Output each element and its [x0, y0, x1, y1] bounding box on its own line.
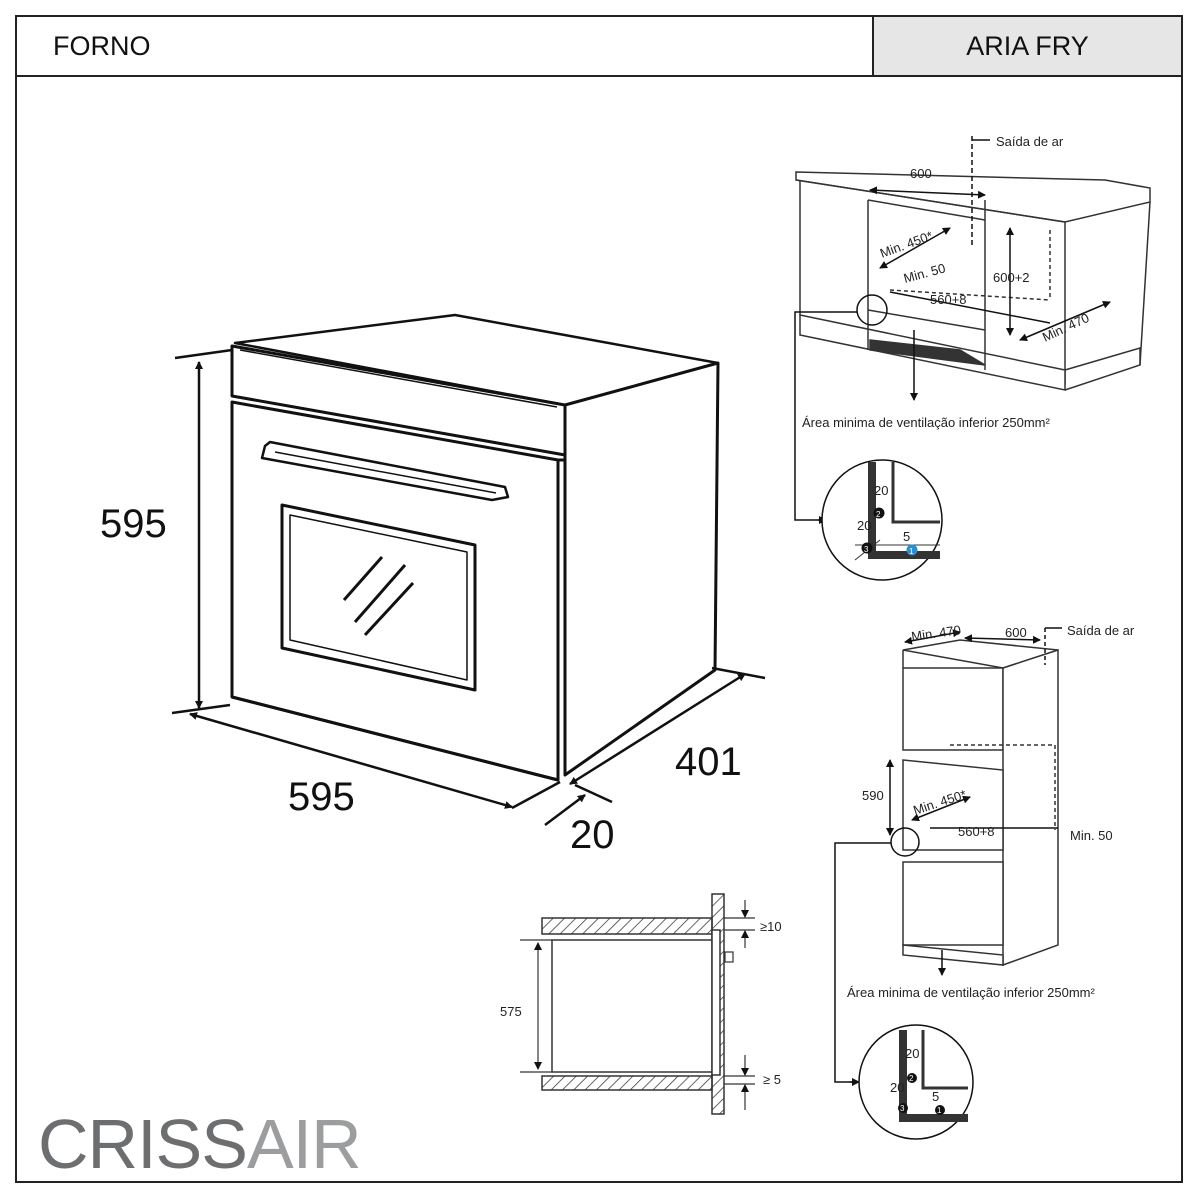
column-detail-5: 5	[932, 1089, 939, 1104]
under-detail-20a: 20	[874, 483, 888, 498]
column-height-label: 590	[862, 788, 884, 803]
side-height-label: 575	[500, 1004, 522, 1019]
under-ventilation-note: Área minima de ventilação inferior 250mm…	[802, 415, 1050, 430]
under-width-top-label: 600	[910, 166, 932, 181]
column-detail-20b: 20	[890, 1080, 904, 1095]
column-marker-2	[907, 1073, 917, 1083]
column-marker-1	[935, 1105, 945, 1115]
brand-logo-text: CRISSAIR	[38, 1105, 361, 1183]
under-marker-2	[873, 507, 885, 519]
side-section	[520, 893, 755, 1115]
product-category: FORNO	[53, 30, 151, 61]
column-installation	[834, 627, 1062, 1086]
column-marker-1-text: 1	[937, 1106, 942, 1115]
oven-door-label: 20	[570, 813, 615, 857]
oven-width-label: 595	[288, 775, 355, 819]
column-width-label: 600	[1005, 625, 1027, 640]
under-marker-3-text: 3	[864, 545, 869, 554]
model-name: ARIA FRY	[872, 17, 1181, 75]
column-ventilation-note: Área minima de ventilação inferior 250mm…	[847, 985, 1095, 1000]
column-marker-3	[898, 1103, 908, 1113]
under-marker-1	[906, 544, 918, 556]
oven-height-label: 595	[100, 502, 167, 546]
under-air-outlet-label: Saída de ar	[996, 134, 1064, 149]
side-gap-top-label: ≥10	[760, 919, 782, 934]
column-min-50-label: Min. 50	[1070, 828, 1113, 843]
under-detail-5: 5	[903, 529, 910, 544]
oven-isometric	[230, 313, 720, 782]
under-marker-3	[861, 542, 873, 554]
under-counter-installation	[794, 136, 1151, 524]
column-detail-20a: 20	[905, 1046, 919, 1061]
column-marker-3-text: 3	[900, 1104, 905, 1113]
under-detail-circle	[821, 459, 943, 581]
under-detail-20b: 20	[857, 518, 871, 533]
column-marker-2-text: 2	[909, 1074, 914, 1083]
brand-logo: CRISSAIR	[38, 1105, 362, 1183]
column-min-470-label: Min. 470	[910, 622, 961, 644]
column-width-560-label: 560+8	[958, 824, 995, 839]
title-bar: FORNO ARIA FRY	[15, 15, 1183, 77]
under-marker-2-text: 2	[876, 510, 881, 519]
under-marker-1-text: 1	[909, 547, 914, 556]
oven-dimensions	[171, 348, 766, 826]
side-gap-bottom-label: ≥ 5	[763, 1072, 781, 1087]
oven-depth-label: 401	[675, 740, 742, 784]
under-width-560-label: 560+8	[930, 292, 967, 307]
under-min-450-label: Min. 450*	[878, 228, 935, 261]
column-air-outlet-label: Saída de ar	[1067, 623, 1135, 638]
under-height-label: 600+2	[993, 270, 1030, 285]
under-min-50-label: Min. 50	[902, 260, 947, 286]
column-detail-circle	[858, 1024, 974, 1140]
